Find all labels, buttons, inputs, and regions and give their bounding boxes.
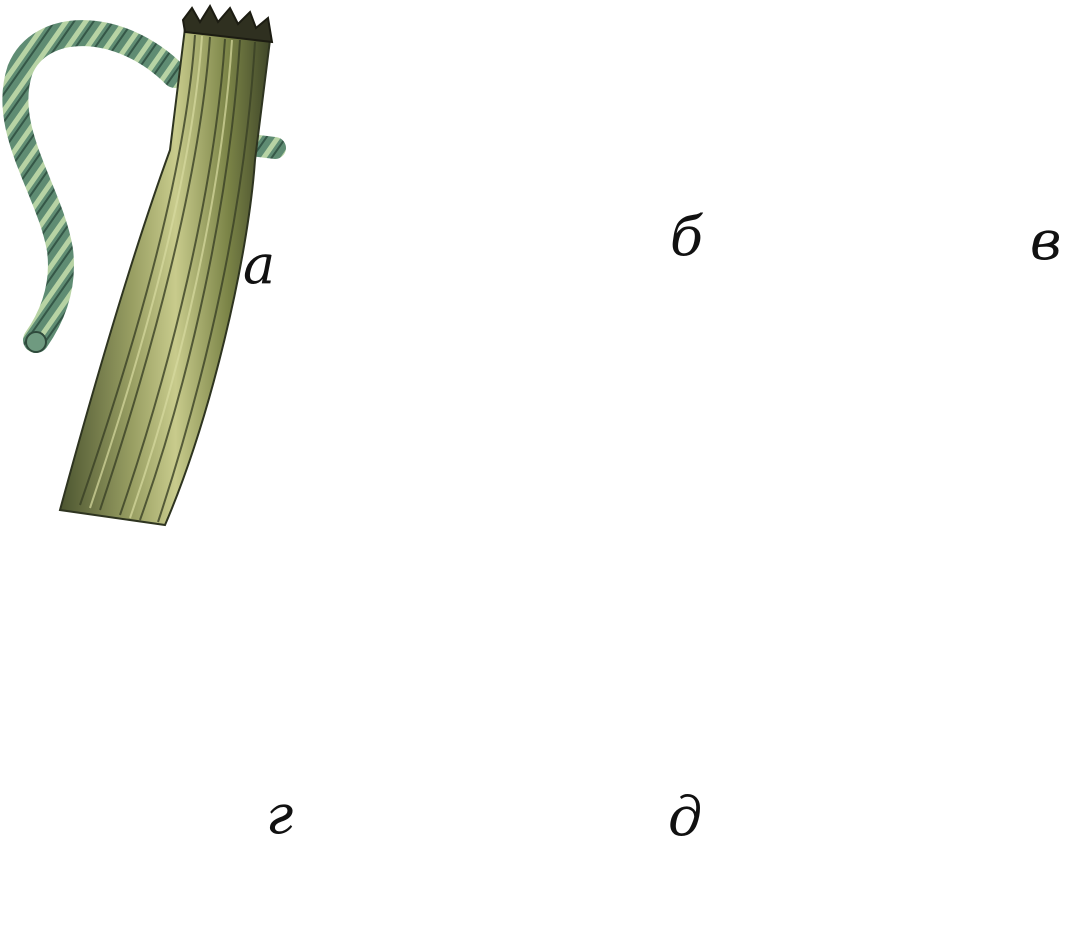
step-a-bundle <box>15 6 275 525</box>
step-label-a: а <box>243 238 275 292</box>
step-label-g: г <box>266 788 293 842</box>
step-label-v: в <box>1030 214 1061 268</box>
step-label-b: б <box>670 210 703 264</box>
step-label-d: д <box>668 790 702 844</box>
